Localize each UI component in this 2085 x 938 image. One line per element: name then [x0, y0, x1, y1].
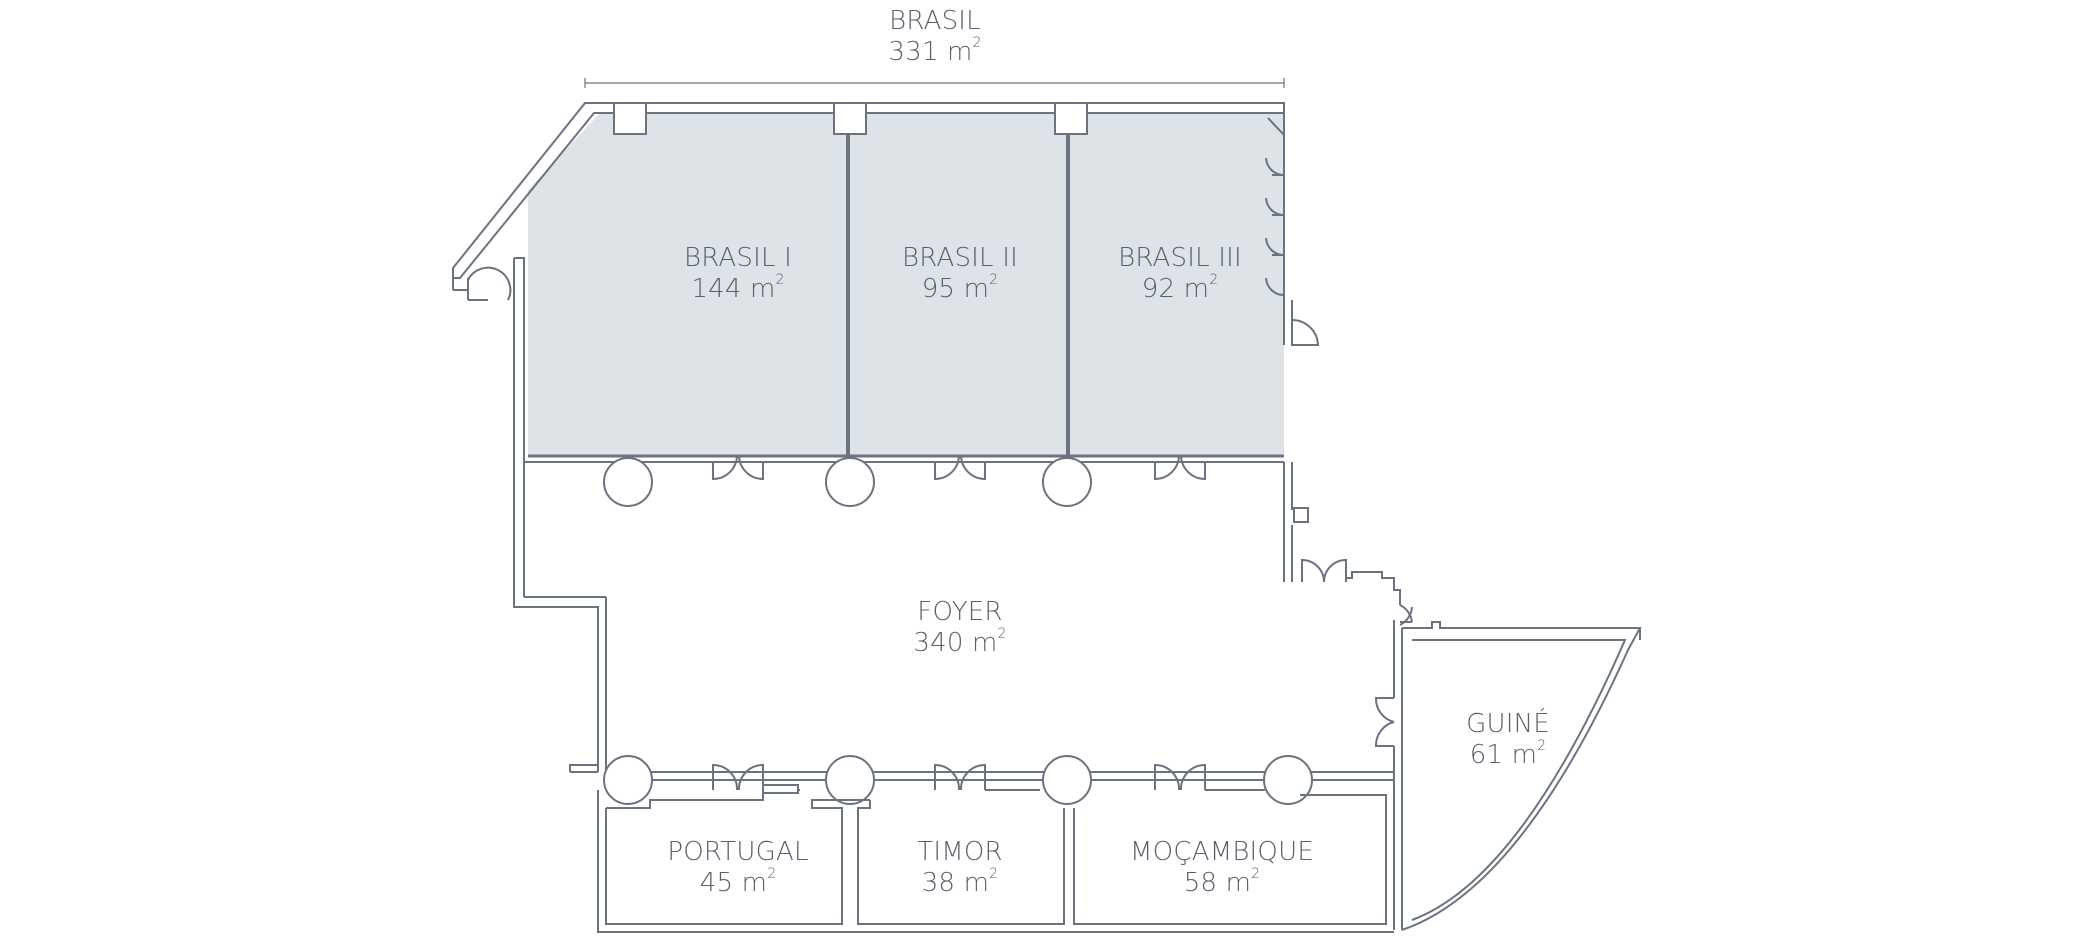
title-area: 331 m2 — [888, 35, 982, 68]
double-door — [934, 455, 960, 481]
column — [1042, 755, 1092, 805]
column — [1042, 457, 1092, 507]
room-label-timor: TIMOR 38 m2 — [917, 837, 1003, 899]
room-label-brasil-2: BRASIL II 95 m2 — [902, 243, 1018, 305]
column — [603, 755, 653, 805]
double-door — [934, 763, 961, 791]
column-cap — [613, 102, 647, 135]
double-door — [712, 455, 738, 481]
double-door — [1154, 763, 1181, 791]
title-label: BRASIL 331 m2 — [888, 6, 981, 68]
column-cap — [833, 102, 867, 135]
column — [1263, 755, 1313, 805]
brasil-outer-wall — [452, 102, 1285, 279]
column — [825, 457, 875, 507]
foyer-left-wall — [513, 257, 599, 772]
room-label-brasil-3: BRASIL III 92 m2 — [1118, 243, 1242, 305]
column-cap — [1054, 102, 1088, 135]
room-label-portugal: PORTUGAL 45 m2 — [667, 837, 809, 899]
room-label-brasil-1: BRASIL I 144 m2 — [683, 243, 793, 305]
room-label-guine: GUINÉ 61 m2 — [1466, 709, 1550, 771]
room-label-mocambique: MOÇAMBIQUE 58 m2 — [1130, 837, 1314, 899]
double-door — [712, 763, 739, 791]
foyer-bottom-wall — [569, 764, 598, 773]
double-door — [1154, 455, 1180, 481]
guine-room-outline — [1401, 621, 1642, 931]
column — [603, 457, 653, 507]
room-label-foyer: FOYER 340 m2 — [913, 597, 1007, 659]
column — [825, 755, 875, 805]
title-name: BRASIL — [889, 6, 981, 36]
brasil-hall-fill — [528, 113, 1284, 456]
